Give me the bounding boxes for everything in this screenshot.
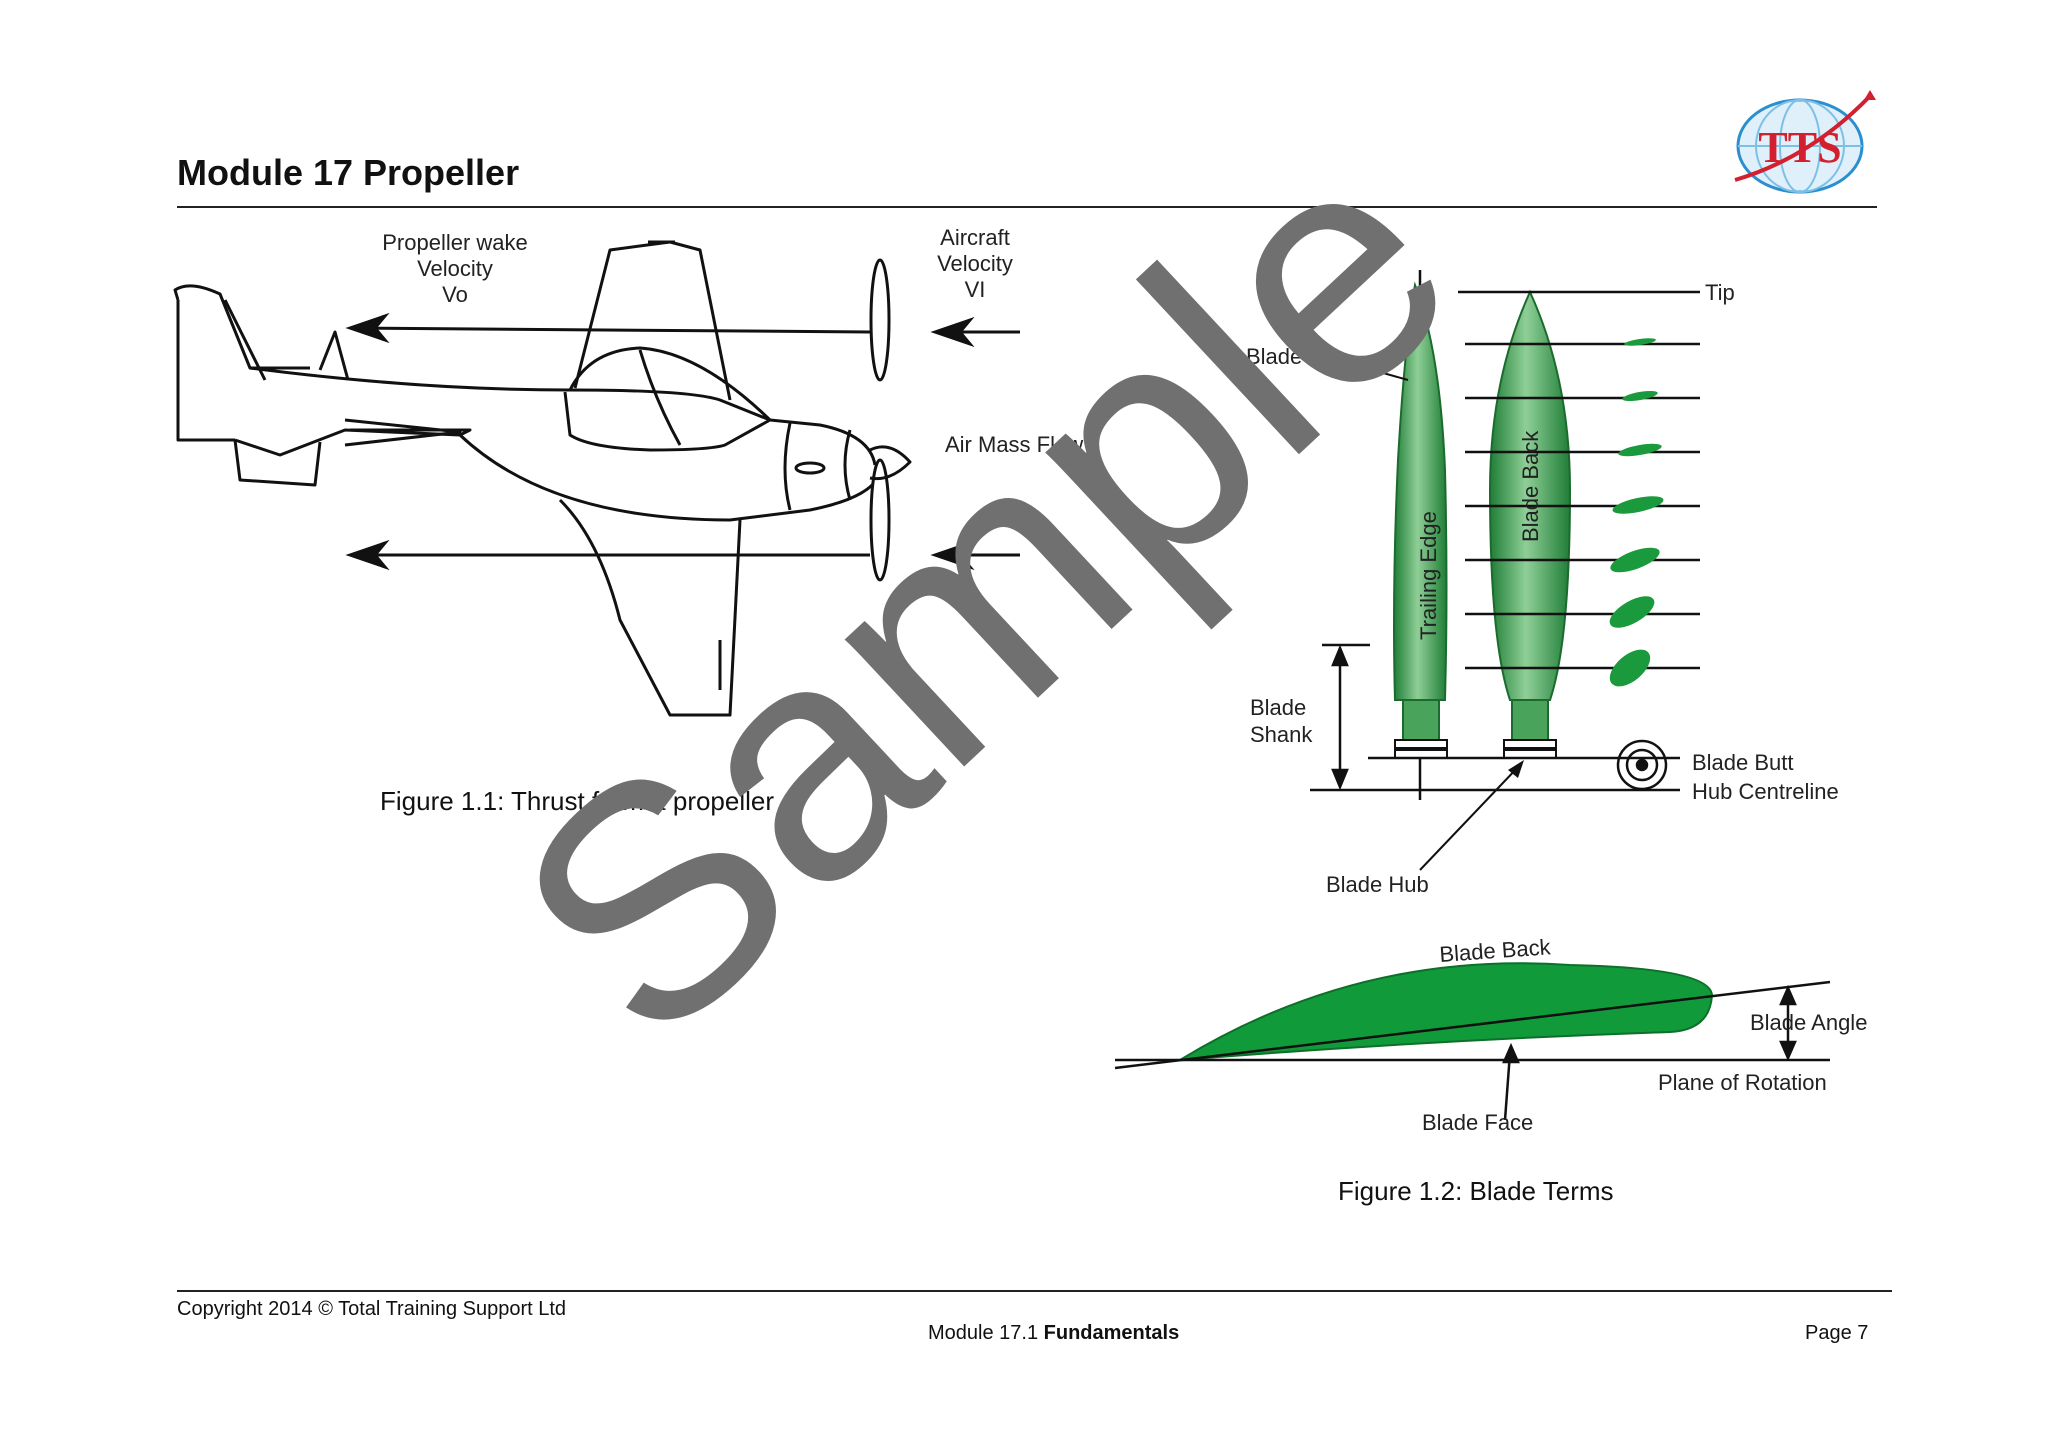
footer-rule — [177, 1290, 1892, 1292]
aircraft-velocity-line3: VI — [965, 277, 986, 302]
blade-shank-label-line1: Blade — [1250, 695, 1306, 720]
figure-blade-terms: Tip Blade Trailing Edge Blade Back Blade… — [1246, 270, 1839, 897]
wake-label-line3: Vo — [442, 282, 468, 307]
hub-centreline-label: Hub Centreline — [1692, 779, 1839, 804]
blade-face-label: Blade Face — [1422, 1110, 1533, 1135]
figure2-caption: Figure 1.2: Blade Terms — [1338, 1176, 1614, 1206]
wake-label-line2: Velocity — [417, 256, 493, 281]
module-footer: Module 17.1 Fundamentals — [928, 1322, 1179, 1345]
copyright-text: Copyright 2014 © Total Training Support … — [177, 1298, 567, 1320]
blade-butt-symbol — [1616, 739, 1668, 791]
page-title: Module 17 Propeller — [177, 152, 520, 193]
airplane-outline — [173, 240, 912, 717]
shank-dimension — [1322, 643, 1370, 791]
wake-label-line1: Propeller wake — [382, 230, 528, 255]
air-mass-flow-label: Air Mass Flow — [945, 432, 1083, 457]
trailing-edge-label: Trailing Edge — [1416, 511, 1441, 640]
blade-label-partial: Blade — [1246, 344, 1302, 369]
figure1-caption: Figure 1.1: Thrust from a propeller — [380, 786, 775, 816]
flow-arrows — [345, 312, 1020, 571]
airfoil-reference-lines — [1114, 980, 1831, 1121]
blade-angle-label: Blade Angle — [1750, 1010, 1867, 1035]
module-footer-prefix: Module 17.1 — [928, 1322, 1044, 1344]
blade-shank-label-line2: Shank — [1250, 722, 1313, 747]
aircraft-velocity-line2: Velocity — [937, 251, 1013, 276]
blade-butt-label: Blade Butt — [1692, 750, 1794, 775]
header-rule — [177, 206, 1877, 208]
logo-lettering: TTS — [1758, 123, 1841, 172]
airfoil-section — [1179, 962, 1714, 1061]
aircraft-velocity-line1: Aircraft — [940, 225, 1010, 250]
figure-airfoil: Blade Back Blade Angle Plane of Rotation… — [1114, 934, 1867, 1135]
tts-logo: TTS — [1734, 90, 1876, 194]
blade-back-vertical-label: Blade Back — [1518, 430, 1543, 542]
blade-hub-label: Blade Hub — [1326, 872, 1429, 897]
tip-label: Tip — [1705, 280, 1735, 305]
blade-back-label: Blade Back — [1439, 934, 1553, 967]
module-footer-bold: Fundamentals — [1043, 1322, 1180, 1344]
blade-hub-leader — [1419, 764, 1521, 871]
page-number: Page 7 — [1805, 1322, 1869, 1344]
blade-sections — [1609, 338, 1664, 687]
figure-thrust-diagram: Propeller wake Velocity Vo Aircraft Velo… — [173, 225, 1083, 717]
plane-of-rotation-label: Plane of Rotation — [1658, 1070, 1827, 1095]
